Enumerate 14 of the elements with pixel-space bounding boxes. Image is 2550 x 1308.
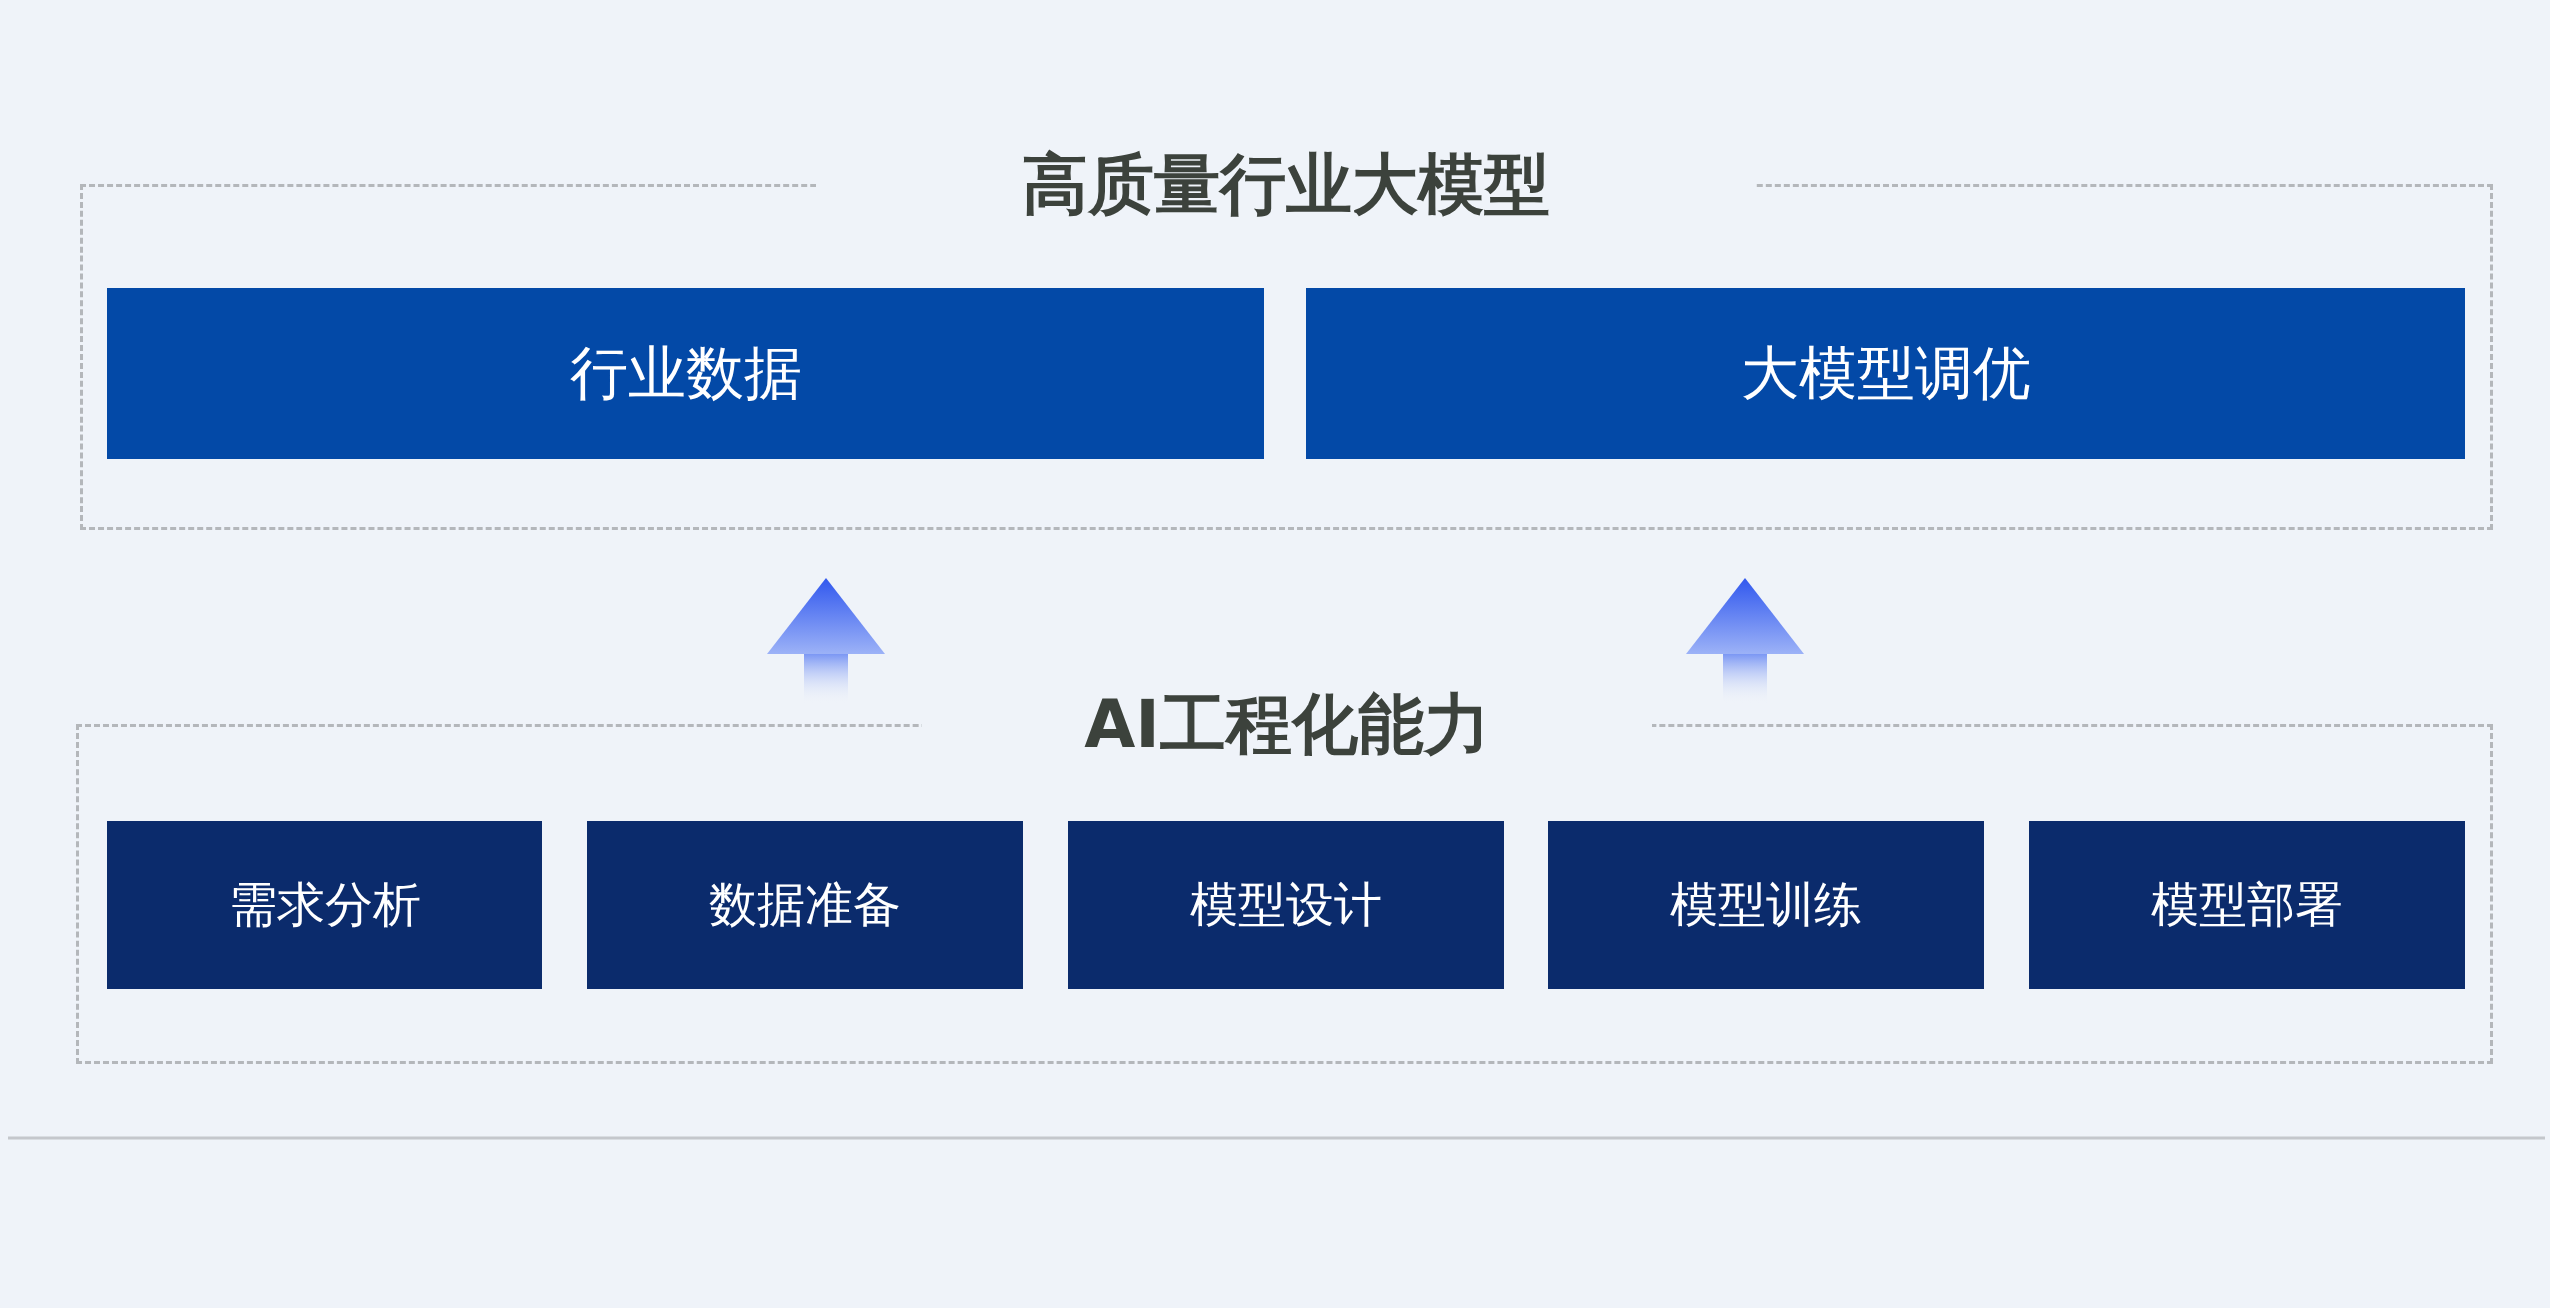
box-label: 模型训练: [1670, 875, 1862, 934]
process-box: [587, 821, 1023, 989]
box-label: 数据准备: [709, 875, 901, 934]
box-label: 大模型调优: [1740, 337, 2031, 409]
process-box: [1068, 821, 1504, 989]
process-box: [2029, 821, 2465, 989]
process-box: [1306, 288, 2465, 459]
process-box: [107, 821, 542, 989]
box-label: 需求分析: [228, 875, 421, 934]
box-label: 模型部署: [2151, 875, 2343, 934]
box-label: 模型设计: [1190, 875, 1382, 934]
process-box: [107, 288, 1264, 459]
box-label: 行业数据: [569, 337, 802, 409]
process-box: [1548, 821, 1984, 989]
